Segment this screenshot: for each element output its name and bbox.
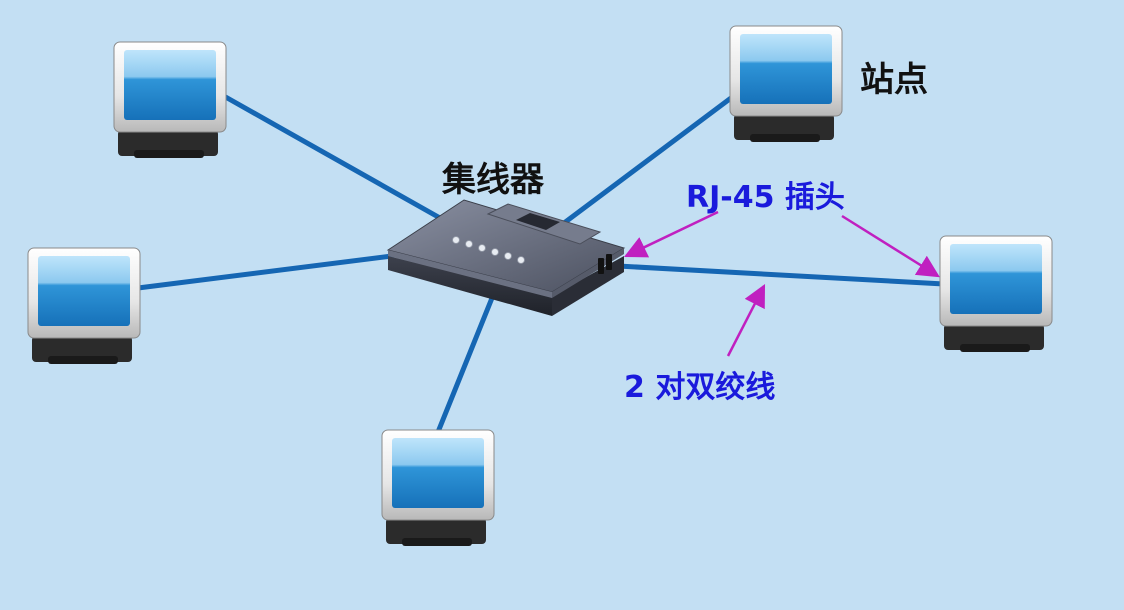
hub-status-lights (452, 236, 525, 264)
cable-top-right (557, 92, 738, 229)
annotation-arrows (623, 210, 940, 357)
hub-ports (598, 254, 612, 274)
monitor-icon (939, 235, 1053, 352)
cable-bottom (435, 295, 495, 435)
computer-top-right[interactable] (729, 25, 843, 142)
cable-label: 2 对双绞线 (624, 370, 776, 405)
monitor-icon (27, 247, 141, 364)
arrow-connector-to-computer (841, 214, 940, 278)
cables (135, 92, 947, 435)
network-hub-icon[interactable] (386, 199, 626, 316)
station-label: 站点 (860, 60, 928, 100)
arrow-to-cable (726, 283, 766, 357)
monitor-icon (381, 429, 495, 546)
computer-top-left[interactable] (113, 41, 227, 158)
cable-right (615, 263, 947, 287)
cable-left (135, 253, 395, 291)
computer-left[interactable] (27, 247, 141, 364)
cable-top-left (219, 92, 443, 221)
monitor-icon (729, 25, 843, 142)
hub-label: 集线器 (442, 160, 544, 200)
computer-right[interactable] (939, 235, 1053, 352)
arrow-connector-to-hub (623, 210, 719, 258)
connector-label: RJ-45 插头 (686, 180, 845, 215)
computer-bottom[interactable] (381, 429, 495, 546)
monitor-icon (113, 41, 227, 158)
